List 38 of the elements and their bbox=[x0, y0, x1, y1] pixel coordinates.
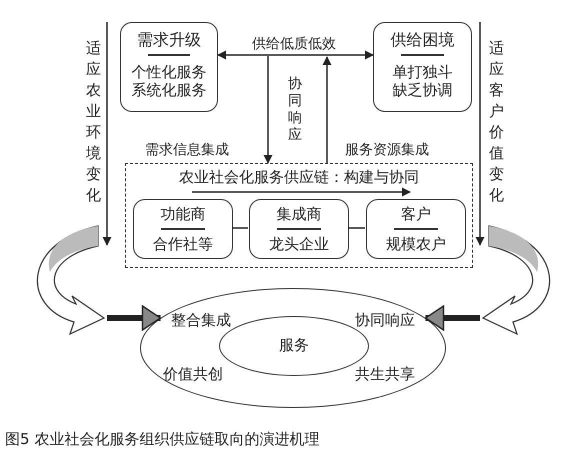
box-heading: 集成商 bbox=[276, 205, 322, 224]
box-heading: 功能商 bbox=[160, 205, 206, 224]
edge-label: 服务资源集成 bbox=[345, 141, 429, 159]
vertical-label: 适应客户价值变化 bbox=[489, 38, 504, 206]
rounded-box bbox=[373, 22, 472, 112]
block-arrow bbox=[107, 305, 162, 331]
ellipse-text: 价值共创 bbox=[163, 365, 223, 384]
box-text: 合作社等 bbox=[153, 235, 213, 253]
box-heading: 需求升级 bbox=[136, 30, 202, 51]
connector-line bbox=[232, 227, 248, 229]
group-title: 农业社会化服务供应链：构建与协同 bbox=[178, 168, 420, 187]
rounded-box bbox=[366, 199, 466, 259]
box-text: 单打独斗缺乏协调 bbox=[392, 63, 454, 99]
edge-label: 需求信息集成 bbox=[145, 141, 229, 159]
block-arrow bbox=[424, 305, 480, 331]
ellipse-text: 协同响应 bbox=[355, 311, 415, 330]
vertical-label: 适应农业环境变化 bbox=[86, 38, 101, 206]
rounded-box bbox=[249, 199, 349, 259]
caption: 图5 农业社会化服务组织供应链取向的演进机理 bbox=[5, 430, 320, 449]
rounded-box bbox=[120, 22, 218, 112]
box-text: 规模农户 bbox=[386, 235, 446, 253]
ellipse-text: 共生共享 bbox=[355, 365, 415, 384]
rounded-box bbox=[133, 199, 233, 259]
edge-label: 供给低质低效 bbox=[252, 35, 336, 53]
vertical-label: 协同响应 bbox=[288, 76, 302, 144]
arrow bbox=[217, 50, 374, 60]
box-heading: 供给困境 bbox=[390, 30, 456, 51]
box-text: 个性化服务系统化服务 bbox=[130, 63, 208, 99]
outer-ellipse bbox=[140, 288, 446, 408]
arrow bbox=[192, 188, 411, 196]
box-text: 龙头企业 bbox=[269, 235, 329, 253]
arrow bbox=[322, 56, 332, 163]
dashed-group-box bbox=[125, 163, 473, 268]
ellipse-text: 整合集成 bbox=[171, 311, 231, 330]
connector-line bbox=[348, 227, 365, 229]
box-heading: 客户 bbox=[400, 205, 432, 224]
arrow bbox=[264, 56, 272, 164]
ellipse-text: 服务 bbox=[278, 336, 310, 355]
